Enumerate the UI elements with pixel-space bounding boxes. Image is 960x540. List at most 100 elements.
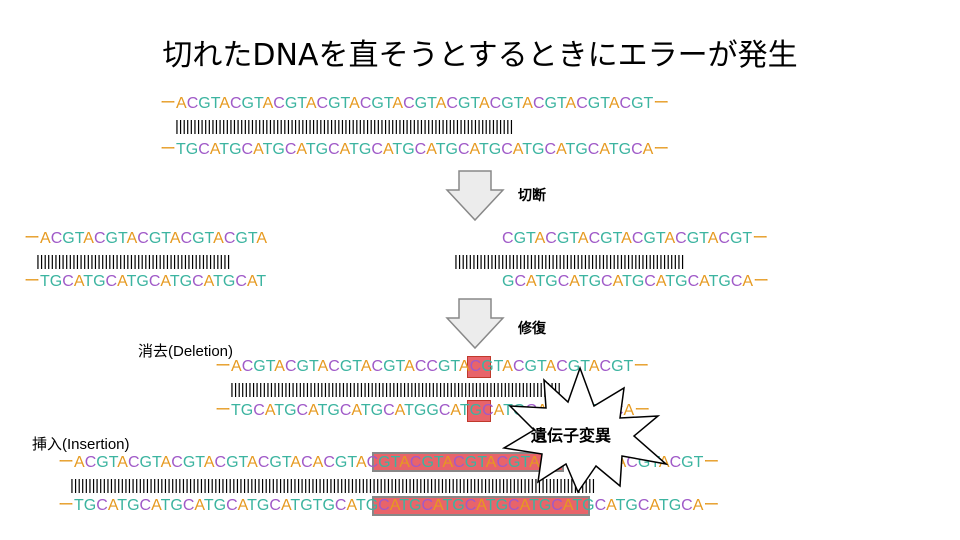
nucleotide-T: T: [569, 230, 578, 247]
deletion-highlight-bottom: [467, 400, 491, 422]
nucleotide-C: C: [496, 454, 509, 471]
nucleotide-A: A: [485, 454, 497, 471]
nucleotide-T: T: [708, 273, 719, 290]
nucleotide-C: C: [301, 454, 313, 471]
nucleotide-A: A: [351, 402, 361, 419]
nucleotide-T: T: [643, 95, 654, 112]
nucleotide-T: T: [238, 454, 248, 471]
nucleotide-T: T: [231, 402, 241, 419]
nucleotide-A: A: [522, 95, 533, 112]
nucleotide-C: C: [269, 497, 281, 514]
step-repair-label: 修復: [518, 321, 546, 337]
nucleotide-T: T: [347, 454, 356, 471]
nucleotide-T: T: [274, 402, 285, 419]
nucleotide-C: C: [532, 95, 545, 112]
nucleotide-T: T: [160, 497, 171, 514]
insertion-bottom-strand: ーTGCATGCATGCATGCATGCATGTGCATGCATGCATGCAT…: [58, 496, 719, 516]
deletion-top-strand: ーACGTACGTACGTACGTACCGTACGTACGTACGTACGTー: [215, 357, 649, 377]
nucleotide-G: G: [402, 141, 415, 158]
nucleotide-T: T: [608, 141, 619, 158]
nucleotide-T: T: [535, 273, 546, 290]
original-bonds: ||||||||||||||||||||||||||||||||||||||||…: [175, 118, 514, 135]
nucleotide-A: A: [493, 402, 504, 419]
nucleotide-G: G: [567, 358, 581, 375]
nucleotide-C: C: [681, 497, 693, 514]
nucleotide-A: A: [73, 273, 84, 290]
nucleotide-A: A: [231, 358, 242, 375]
nucleotide-G: G: [544, 95, 557, 112]
nucleotide-T: T: [612, 230, 622, 247]
nucleotide-C: C: [508, 497, 520, 514]
nucleotide-A: A: [512, 141, 523, 158]
nucleotide-C: C: [339, 402, 352, 419]
nucleotide-C: C: [514, 273, 527, 290]
nucleotide-G: G: [718, 273, 731, 290]
nucleotide-T: T: [169, 273, 180, 290]
nucleotide-G: G: [365, 497, 379, 514]
nucleotide-G: G: [136, 273, 149, 290]
nucleotide-A: A: [107, 497, 118, 514]
nucleotide-A: A: [209, 141, 220, 158]
nucleotide-A: A: [203, 454, 215, 471]
nucleotide-A: A: [562, 497, 573, 514]
nucleotide-C: C: [669, 454, 682, 471]
nucleotide-C: C: [414, 141, 427, 158]
nucleotide-C: C: [414, 358, 427, 375]
nucleotide-C: C: [544, 141, 557, 158]
nucleotide-T: T: [247, 230, 257, 247]
nucleotide-G: G: [327, 402, 340, 419]
nucleotide-T: T: [477, 454, 486, 471]
nucleotide-T: T: [615, 497, 626, 514]
nucleotide-C: C: [50, 230, 63, 247]
nucleotide-A: A: [664, 230, 676, 247]
nucleotide-A: A: [692, 497, 704, 514]
nucleotide-A: A: [649, 497, 659, 514]
nucleotide-T: T: [470, 95, 479, 112]
nucleotide-T: T: [580, 358, 589, 375]
nucleotide-A: A: [588, 358, 600, 375]
nucleotide-T: T: [383, 95, 393, 112]
nucleotide-C: C: [464, 497, 477, 514]
nucleotide-C: C: [631, 230, 644, 247]
strand-end-dash: ー: [215, 358, 232, 375]
nucleotide-T: T: [265, 358, 275, 375]
nucleotide-A: A: [556, 141, 566, 158]
nucleotide-A: A: [565, 95, 577, 112]
nucleotide-G: G: [339, 358, 353, 375]
nucleotide-C: C: [296, 402, 309, 419]
nucleotide-C: C: [556, 358, 568, 375]
nucleotide-C: C: [482, 402, 494, 419]
nucleotide-G: G: [269, 454, 282, 471]
nucleotide-G: G: [524, 358, 537, 375]
nucleotide-A: A: [213, 230, 224, 247]
nucleotide-T: T: [161, 230, 170, 247]
nucleotide-G: G: [556, 230, 570, 247]
nucleotide-T: T: [219, 141, 230, 158]
nucleotide-C: C: [588, 230, 601, 247]
nucleotide-G: G: [618, 141, 632, 158]
nucleotide-A: A: [274, 358, 285, 375]
nucleotide-A: A: [608, 95, 620, 112]
nucleotide-A: A: [478, 95, 490, 112]
nucleotide-A: A: [169, 230, 181, 247]
nucleotide-A: A: [399, 454, 410, 471]
nucleotide-C: C: [594, 497, 607, 514]
cut-left-bonds: ||||||||||||||||||||||||||||||||||||||||…: [36, 253, 231, 270]
nucleotide-C: C: [226, 497, 238, 514]
nucleotide-C: C: [378, 497, 390, 514]
nucleotide-C: C: [446, 95, 458, 112]
nucleotide-C: C: [328, 358, 340, 375]
nucleotide-A: A: [519, 497, 530, 514]
nucleotide-T: T: [622, 273, 632, 290]
nucleotide-A: A: [577, 230, 589, 247]
nucleotide-A: A: [742, 273, 754, 290]
nucleotide-C: C: [371, 358, 384, 375]
nucleotide-T: T: [83, 273, 94, 290]
strand-end-dash: ー: [653, 95, 670, 112]
nucleotide-C: C: [619, 95, 632, 112]
insertion-highlight-bottom: [372, 496, 590, 516]
nucleotide-A: A: [569, 273, 579, 290]
nucleotide-T: T: [40, 273, 50, 290]
nucleotide-G: G: [545, 273, 558, 290]
nucleotide-G: G: [600, 230, 613, 247]
